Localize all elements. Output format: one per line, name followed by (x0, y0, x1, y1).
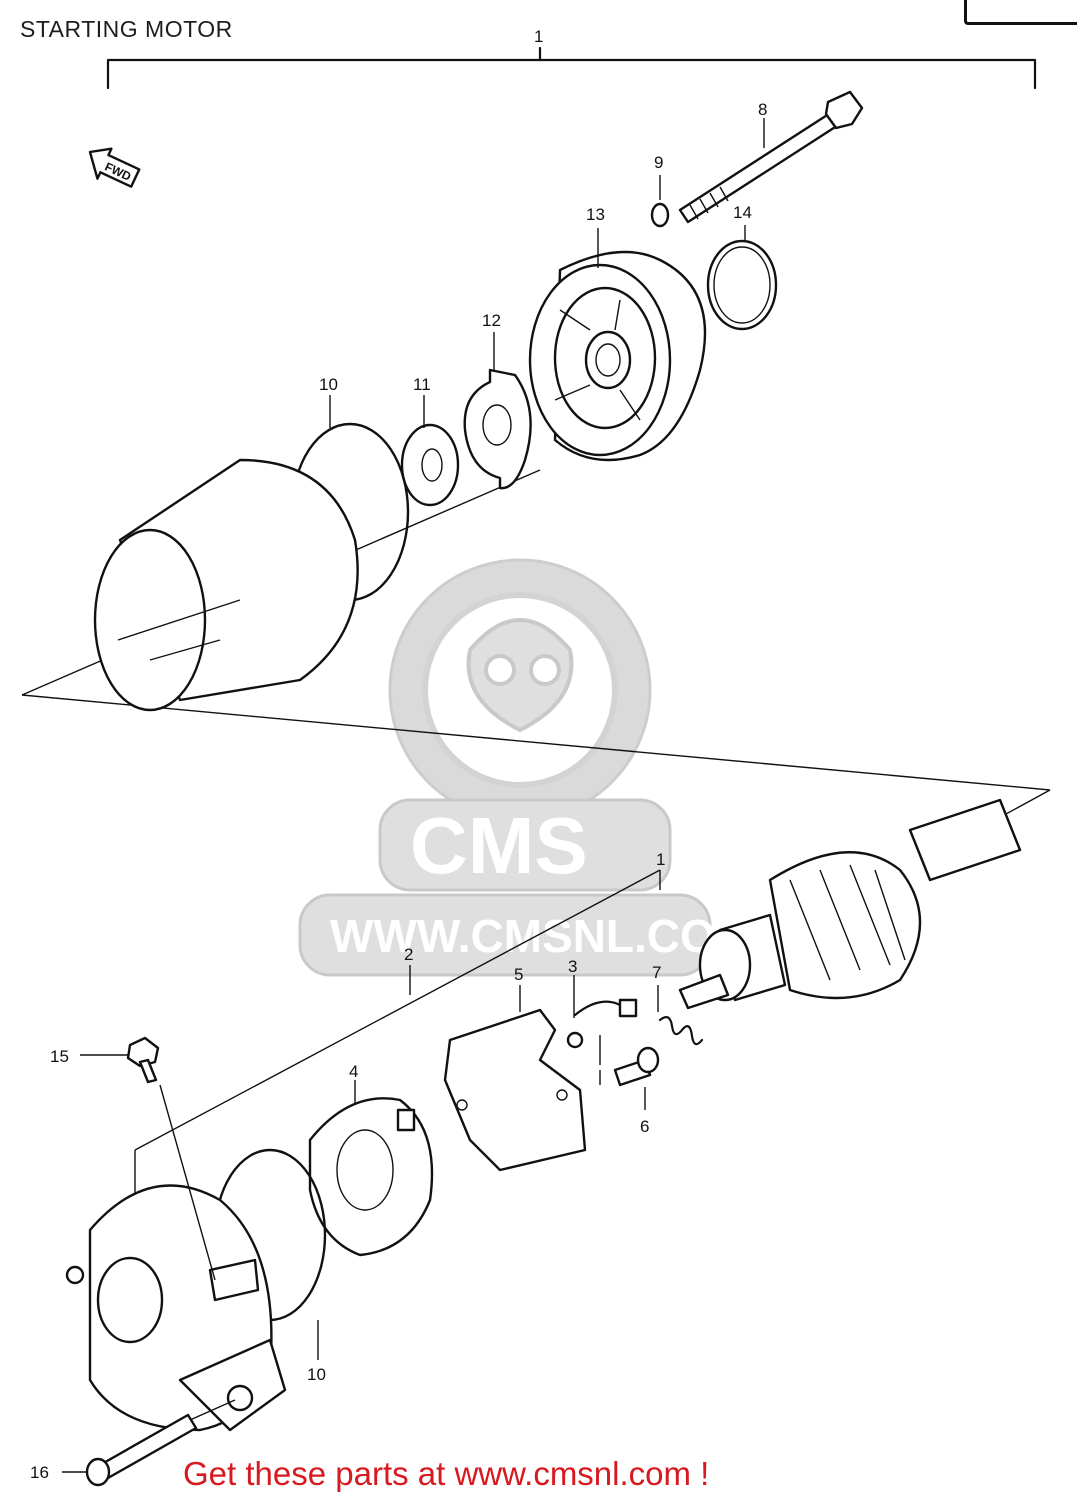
callout-2: 2 (404, 945, 413, 964)
callout-3: 3 (568, 957, 577, 976)
callout-10-top: 10 (319, 375, 338, 394)
callout-16: 16 (30, 1463, 49, 1482)
part-9-washer (650, 202, 670, 228)
part-13-end-cover (528, 250, 707, 462)
part-16-screw (85, 1399, 236, 1487)
part-12-lock-plate (463, 368, 532, 490)
part-3-brush (566, 998, 638, 1085)
callout-15: 15 (50, 1047, 69, 1066)
footer-link-text[interactable]: Get these parts at www.cmsnl.com ! (183, 1455, 710, 1492)
watermark-url: WWW.CMSNL.COM (330, 910, 754, 962)
callout-11: 11 (413, 375, 431, 394)
callout-5: 5 (514, 965, 523, 984)
part-15-bolt (126, 1036, 216, 1281)
part-8-through-bolt (678, 90, 864, 224)
watermark-logo (298, 558, 712, 977)
part-11-thrust-washer (400, 423, 460, 507)
front-cover (65, 1184, 287, 1432)
perspective-line-mid (21, 694, 1051, 791)
callout-8: 8 (758, 100, 767, 119)
watermark-brand: CMS (410, 801, 588, 890)
page-title: STARTING MOTOR (20, 16, 233, 42)
leader-lines (62, 118, 765, 1473)
callout-1-mid: 1 (656, 850, 665, 869)
callout-14: 14 (733, 203, 752, 222)
perspective-line-lower (134, 869, 661, 1151)
callout-6: 6 (640, 1117, 649, 1136)
part-7-brush-spring (658, 1016, 704, 1046)
callout-7: 7 (652, 963, 661, 982)
part-6-screw (613, 1046, 660, 1087)
armature (678, 798, 1022, 1010)
part-5-brush-holder (443, 1008, 587, 1172)
callout-10-bottom: 10 (307, 1365, 326, 1384)
page-corner-tab (964, 0, 1077, 25)
bracket-assembly-1 (106, 46, 1037, 90)
callout-12: 12 (482, 311, 501, 330)
fwd-arrow-icon: FWD (88, 147, 141, 188)
yoke-housing (93, 458, 359, 712)
callout-1-top: 1 (534, 27, 543, 46)
callout-13: 13 (586, 205, 605, 224)
callout-4: 4 (349, 1062, 358, 1081)
callout-9: 9 (654, 153, 663, 172)
part-14-o-ring (706, 239, 778, 331)
part-4-brush-plate (308, 1097, 434, 1257)
